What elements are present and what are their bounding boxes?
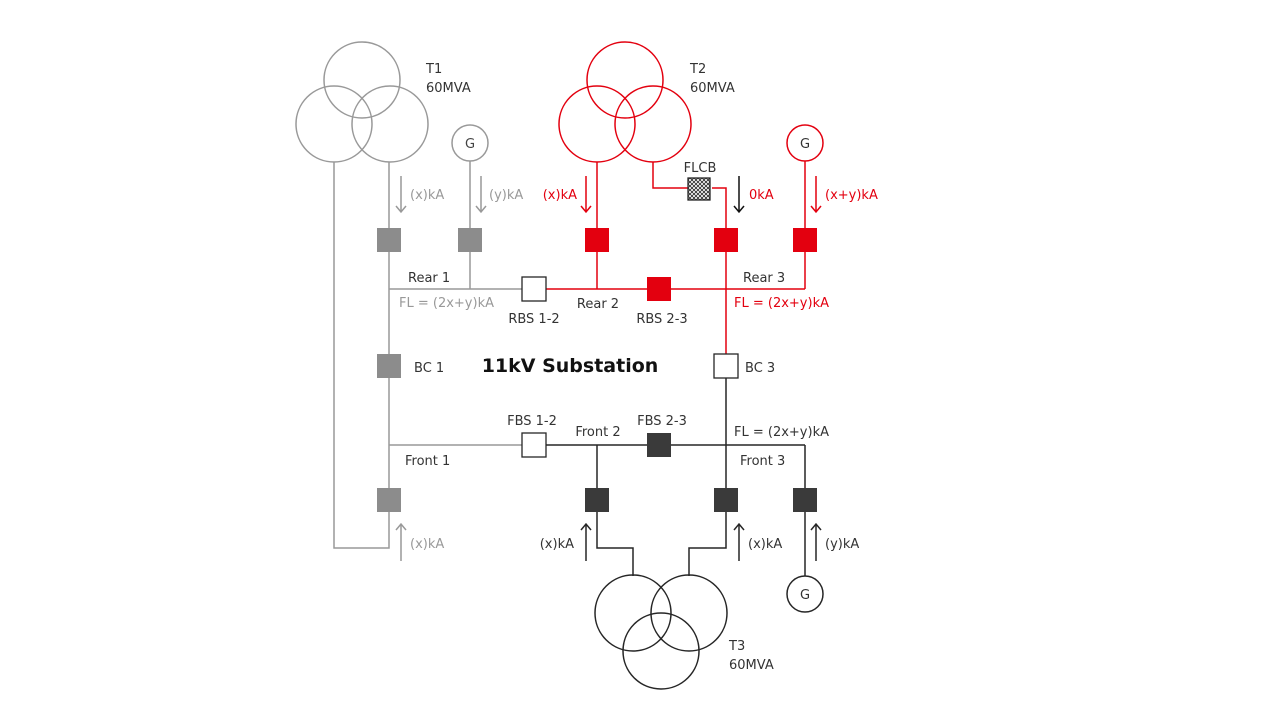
- t3-left-breaker[interactable]: [585, 488, 609, 512]
- rear1-label: Rear 1: [408, 271, 450, 286]
- t1-bottom-current-label: (x)kA: [410, 537, 444, 552]
- bc1-breaker[interactable]: [377, 354, 401, 378]
- t2-breaker[interactable]: [585, 228, 609, 252]
- bc3-label: BC 3: [745, 361, 775, 376]
- t1-breakers: [377, 228, 482, 512]
- t1-current-label: (x)kA: [410, 188, 444, 203]
- fbs23-label: FBS 2-3: [637, 414, 687, 429]
- rear3-breaker[interactable]: [714, 228, 738, 252]
- flcb-current-arrow: [733, 176, 745, 214]
- rear3-fault-level: FL = (2x+y)kA: [734, 296, 829, 311]
- t2-winding-left: [558, 85, 636, 163]
- t3-winding-right: [650, 574, 728, 652]
- t3-section: [546, 378, 824, 690]
- gen2-current-arrow: [810, 176, 822, 214]
- front2-label: Front 2: [575, 425, 620, 440]
- t2-breakers: [585, 228, 817, 301]
- t3-left-current-arrow: [580, 522, 592, 561]
- t3-rating: 60MVA: [729, 658, 774, 673]
- t2-winding-top: [586, 41, 664, 119]
- gen1-current-label: (y)kA: [489, 188, 523, 203]
- gen2-breaker[interactable]: [793, 228, 817, 252]
- flcb-device[interactable]: [687, 177, 711, 201]
- t1-name: T1: [425, 62, 442, 77]
- front3-fault-level: FL = (2x+y)kA: [734, 425, 829, 440]
- bc1-label: BC 1: [414, 361, 444, 376]
- gen1-breaker[interactable]: [458, 228, 482, 252]
- t1-winding-right: [351, 85, 429, 163]
- t1-winding-left: [295, 85, 373, 163]
- rear1-fault-level: FL = (2x+y)kA: [399, 296, 494, 311]
- t3-winding-bottom: [622, 612, 700, 690]
- front3-label: Front 3: [740, 454, 785, 469]
- flcb-current-label: 0kA: [749, 188, 774, 203]
- gen1-current-arrow: [475, 176, 487, 214]
- t1-return-line: [333, 162, 390, 549]
- rbs23-label: RBS 2-3: [636, 312, 687, 327]
- t3-right-breaker[interactable]: [714, 488, 738, 512]
- rear3-label: Rear 3: [743, 271, 785, 286]
- generator-3-label: G: [800, 588, 810, 603]
- t3-right-feeder: [688, 512, 727, 576]
- rear2-label: Rear 2: [577, 297, 619, 312]
- t2-name: T2: [689, 62, 706, 77]
- t1-current-arrow: [395, 176, 407, 214]
- gen3-breaker[interactable]: [793, 488, 817, 512]
- t2-winding-right: [614, 85, 692, 163]
- t2-rating: 60MVA: [690, 81, 735, 96]
- t2-current-label: (x)kA: [543, 188, 577, 203]
- gen3-current-arrow: [810, 522, 822, 561]
- t1-section: [295, 41, 522, 561]
- generator-1-label: G: [465, 137, 475, 152]
- substation-title: 11kV Substation: [482, 355, 659, 377]
- t3-winding-left: [594, 574, 672, 652]
- fbs23-breaker[interactable]: [647, 433, 671, 457]
- rbs12-breaker[interactable]: [521, 276, 547, 302]
- flcb-out-line: [712, 187, 727, 228]
- rbs23-breaker[interactable]: [647, 277, 671, 301]
- t1-breaker[interactable]: [377, 228, 401, 252]
- flcb-label: FLCB: [684, 161, 717, 176]
- fbs12-label: FBS 1-2: [507, 414, 557, 429]
- t3-name: T3: [728, 639, 745, 654]
- t3-right-current-label: (x)kA: [748, 537, 782, 552]
- t2-current-arrow: [580, 176, 592, 214]
- t3-left-feeder: [596, 512, 634, 576]
- t1-winding-top: [323, 41, 401, 119]
- t3-breakers: [585, 433, 817, 512]
- t1-bottom-breaker[interactable]: [377, 488, 401, 512]
- rbs12-label: RBS 1-2: [508, 312, 559, 327]
- t1-bottom-current-arrow: [395, 522, 407, 561]
- fbs12-breaker[interactable]: [521, 432, 547, 458]
- front1-label: Front 1: [405, 454, 450, 469]
- t3-left-current-label: (x)kA: [540, 537, 574, 552]
- bc3-breaker[interactable]: [713, 353, 739, 379]
- generator-3: [786, 575, 824, 613]
- t2-flcb-line: [652, 162, 688, 189]
- generator-2-label: G: [800, 137, 810, 152]
- gen3-current-label: (y)kA: [825, 537, 859, 552]
- t1-rating: 60MVA: [426, 81, 471, 96]
- t2-section: [546, 41, 824, 354]
- gen2-current-label: (x+y)kA: [825, 188, 878, 203]
- t3-right-current-arrow: [733, 522, 745, 561]
